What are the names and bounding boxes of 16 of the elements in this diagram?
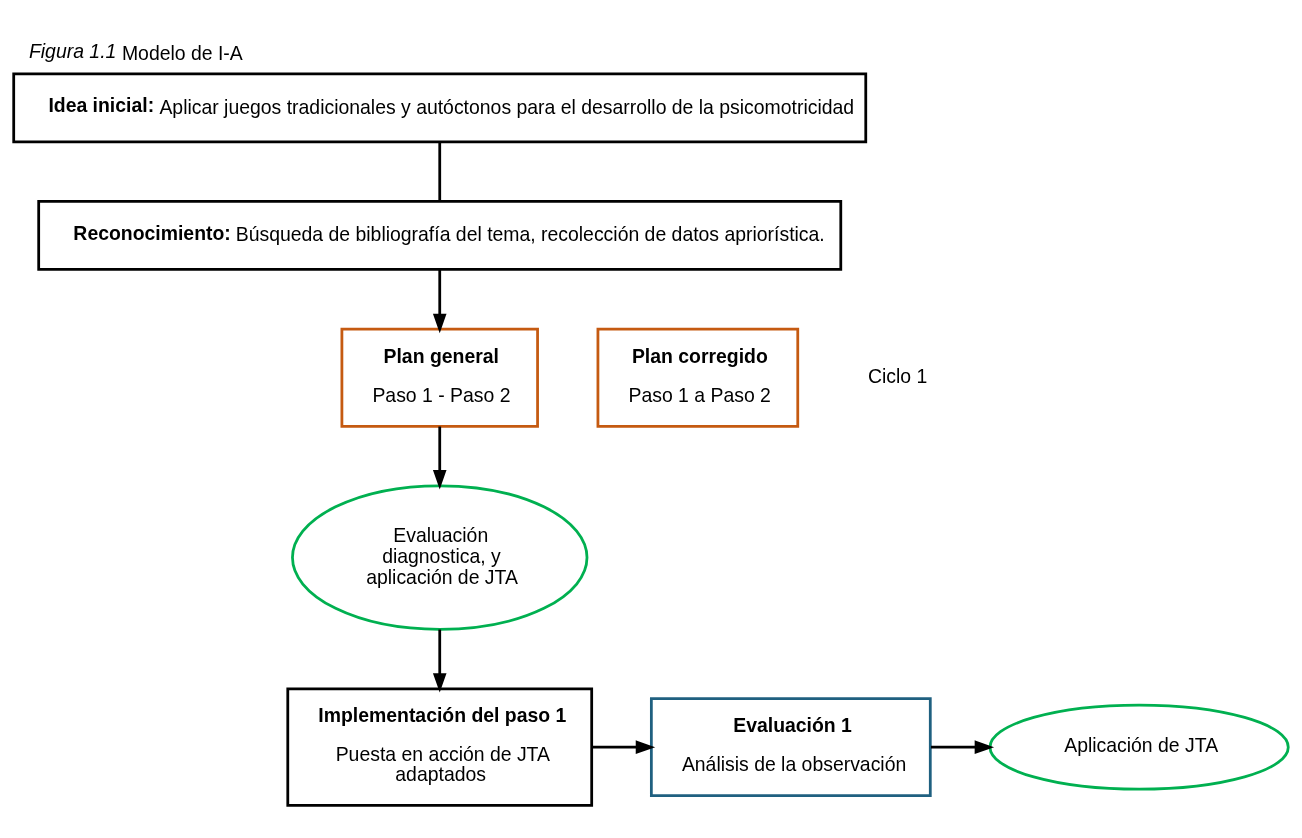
arrow [591,739,656,754]
node-box: Plan general Paso 1 - Paso 2 [340,327,539,428]
node-ellipse: Evaluación diagnostica, y aplicación de JTA [291,483,589,631]
node-ellipse: Aplicación de JTA [988,703,1290,791]
node-box: Idea inicial: Aplicar juegos tradicionales y autóctonos para el desarrollo de la psicomotricidad [12,71,868,143]
node-box: Reconocimiento: Búsqueda de bibliografía del tema, recolección de datos apriorística. [37,199,843,271]
node-box: Plan corregido Paso 1 a Paso 2 [596,327,800,428]
label: Ciclo 1 [868,364,928,387]
arrow [432,426,447,489]
diagram-title: Figura 1.1 Modelo de I-A [28,39,243,63]
node-box: Evaluación 1 Análisis de la observación [649,696,932,797]
node-box: Implementación del paso 1 Puesta en acción de JTA adaptados [286,687,594,807]
arrow [930,739,995,754]
connector [438,141,442,201]
arrow [432,269,447,333]
arrow [432,629,447,693]
